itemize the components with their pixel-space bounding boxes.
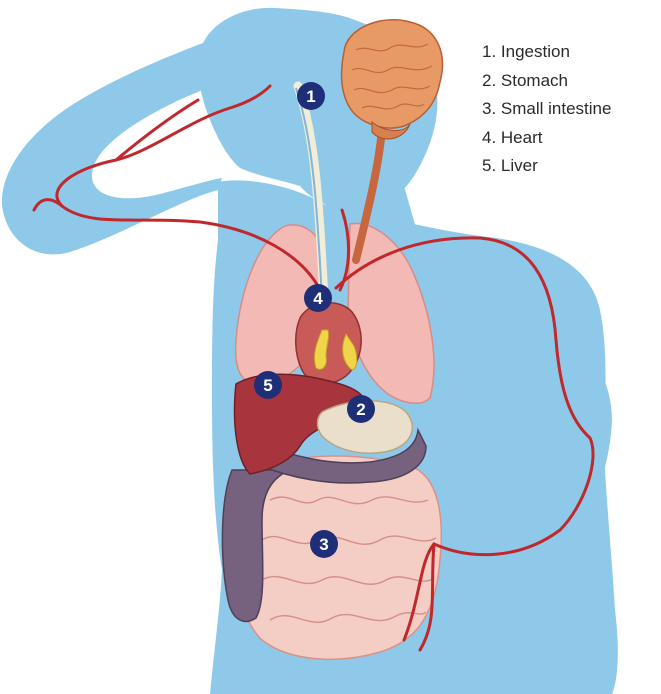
legend-item-heart: 4. Heart (482, 124, 611, 153)
svg-text:1: 1 (306, 87, 315, 106)
legend-item-liver: 5. Liver (482, 152, 611, 181)
svg-text:3: 3 (319, 535, 328, 554)
marker-2: 2 (347, 395, 375, 423)
svg-text:2: 2 (356, 400, 365, 419)
legend-item-ingestion: 1. Ingestion (482, 38, 611, 67)
legend-item-stomach: 2. Stomach (482, 67, 611, 96)
marker-5: 5 (254, 371, 282, 399)
legend-item-small-intestine: 3. Small intestine (482, 95, 611, 124)
marker-3: 3 (310, 530, 338, 558)
marker-1: 1 (297, 82, 325, 110)
marker-4: 4 (304, 284, 332, 312)
svg-text:5: 5 (263, 376, 272, 395)
svg-text:4: 4 (313, 289, 323, 308)
organ-legend: 1. Ingestion 2. Stomach 3. Small intesti… (482, 38, 611, 181)
